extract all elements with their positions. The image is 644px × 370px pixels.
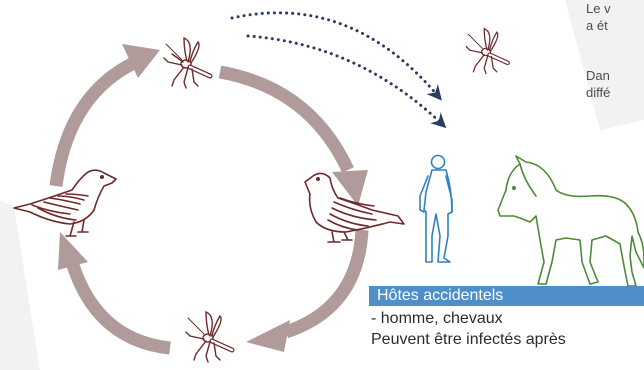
- cycle-arrow-bottom-right: [246, 230, 362, 352]
- accidental-hosts-heading: Hôtes accidentels: [369, 286, 644, 306]
- crow-icon: [14, 170, 116, 236]
- human-icon: [420, 156, 452, 263]
- info-text-line-2: a ét: [586, 18, 608, 33]
- dotted-arrows: [232, 13, 442, 124]
- mosquito-icon: [164, 38, 210, 88]
- mosquito-icon: [186, 312, 232, 362]
- mosquito-icon: [466, 29, 507, 74]
- info-text-line-4: diffé: [586, 85, 610, 100]
- cycle-arrow-bottom-left: [58, 232, 170, 348]
- cycle-arrow-top-left: [56, 44, 160, 186]
- horse-icon: [498, 156, 644, 286]
- accidental-hosts-line-2: Peuvent être infectés après: [371, 331, 566, 349]
- left-panel: [0, 200, 40, 370]
- cycle-arrow-top-right: [220, 72, 368, 206]
- accidental-hosts-line-1: - homme, chevaux: [371, 310, 503, 328]
- info-text-line-3: Dan: [586, 68, 610, 83]
- dotted-arrow-lower: [248, 36, 442, 124]
- info-text-line-1: Le v: [586, 1, 611, 16]
